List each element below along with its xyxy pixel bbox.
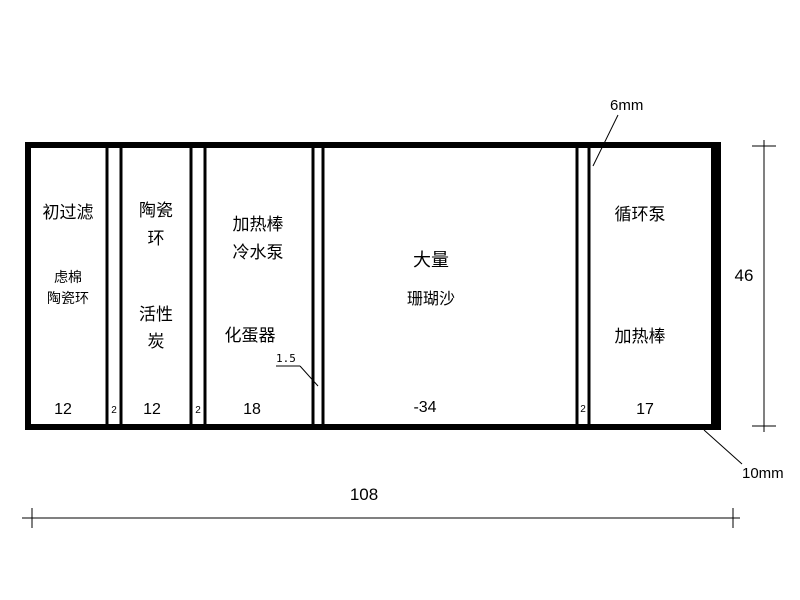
c3-width: 18 [243,401,261,418]
c2-title-2: 环 [148,229,165,249]
height-dimension [752,140,776,432]
gap-2-width: 2 [195,405,201,416]
c4-media: 珊瑚沙 [407,289,455,308]
c3-media: 化蛋器 [225,326,276,346]
c1-title: 初过滤 [43,203,94,223]
partition-leader-line [299,365,319,387]
base-leader-line [703,429,743,465]
glass-thickness-label: 6mm [610,97,643,114]
c2-media-2: 炭 [148,332,165,352]
glass-leader-line [592,114,619,167]
c2-width: 12 [143,401,161,418]
tank-outline [25,142,721,430]
height-label: 46 [735,266,754,285]
c1-width: 12 [54,401,72,418]
partitions [105,145,591,427]
length-dimension [22,508,740,528]
c2-title-1: 陶瓷 [139,201,173,221]
partition-thickness-label: 1.5 [276,352,296,365]
c1-media-1: 虑棉 [54,269,82,286]
c1-media-2: 陶瓷环 [47,291,89,307]
gap-1-width: 2 [111,405,117,416]
c2-media-1: 活性 [139,305,173,325]
length-label: 108 [350,485,378,504]
c3-title-1: 加热棒 [233,215,284,235]
c5-media: 加热棒 [615,327,666,347]
base-thickness-label: 10mm [742,465,784,482]
c5-width: 17 [636,401,654,418]
c4-title: 大量 [413,250,449,271]
c5-title: 循环泵 [615,205,666,225]
c3-title-2: 冷水泵 [233,243,284,263]
gap-3-width: 2 [580,404,586,415]
c4-width: -34 [413,399,436,416]
